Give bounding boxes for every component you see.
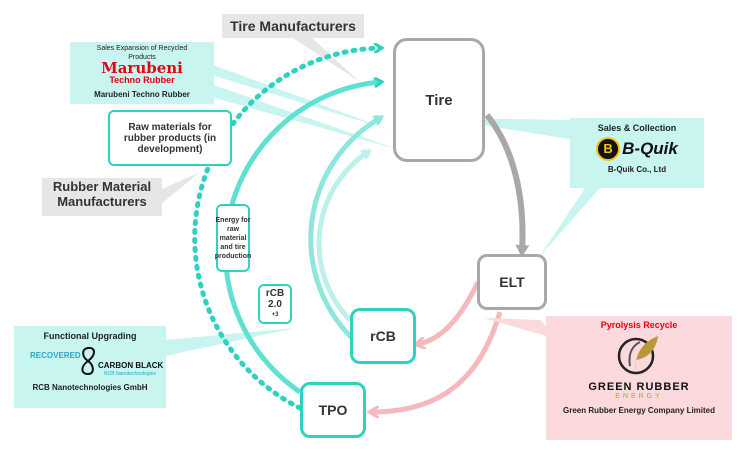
carbon-black-text: CARBON BLACK (98, 361, 164, 370)
rubber-material-manufacturers-label: Rubber Material Manufacturers (42, 178, 162, 216)
bquik-logo-text: B-Quik (622, 139, 678, 158)
tire-to-elt-arrow (484, 113, 530, 257)
elt-to-tpo-arrow (372, 311, 503, 412)
rcb-node: rCB (350, 308, 416, 364)
elt-node: ELT (477, 254, 547, 310)
marubeni-pointer (205, 62, 390, 130)
rcb2-box: rCB 2.0 +3 (258, 284, 292, 324)
marubeni-card: Sales Expansion of Recycled Products Mar… (70, 42, 214, 104)
marubeni-caption: Sales Expansion of Recycled Products (96, 45, 188, 61)
tpo-to-tire-dotted-arc (192, 48, 380, 411)
marubeni-logo: Marubeni Techno Rubber (70, 59, 214, 86)
marubeni-logo-line1: Marubeni (101, 59, 183, 77)
rcb2-sub: +3 (271, 311, 279, 318)
green-rubber-pointer (484, 318, 560, 340)
bquik-caption: Sales & Collection (597, 123, 677, 133)
tire-manufacturers-label: Tire Manufacturers (222, 14, 364, 38)
rcb2-label: rCB 2.0 (265, 287, 285, 310)
marubeni-pointer-2 (205, 82, 400, 150)
rubber-mfr-pointer (160, 172, 200, 205)
bquik-b-icon: B (596, 137, 621, 161)
rcbnano-pointer (165, 328, 295, 356)
inner-arc (316, 152, 368, 322)
energy-box: Energy for raw material and tire product… (215, 204, 251, 272)
leaf-logo-icon (617, 336, 658, 375)
green-rubber-logo-line1: GREEN RUBBER (588, 381, 690, 393)
infinity-icon (81, 346, 95, 376)
tpo-node: TPO (300, 382, 366, 438)
middle-arc (308, 118, 380, 340)
rcb-nano-caption: Functional Upgrading (43, 331, 137, 341)
green-rubber-caption: Pyrolysis Recycle (600, 320, 678, 330)
tire-node: Tire (393, 38, 485, 162)
bquik-name: B-Quik Co., Ltd (607, 165, 667, 174)
bquik-card: Sales & Collection B B-Quik B-Quik Co., … (570, 118, 704, 188)
bquik-pointer-2 (540, 188, 600, 256)
green-rubber-logo-line2: ENERGY (615, 393, 663, 400)
marubeni-logo-line2: Techno Rubber (109, 75, 175, 85)
elt-to-rcb-arrow (418, 280, 481, 344)
rcb-nano-sub-text: RCB Nanotechnologies (104, 371, 156, 377)
green-rubber-name: Green Rubber Energy Company Limited (562, 406, 716, 415)
rcb-nano-name: RCB Nanotechnologies GmbH (32, 383, 148, 392)
rcb-nano-logo: RECOVERED CARBON BLACK RCB Nanotechnolog… (14, 341, 166, 381)
tire-mfr-pointer (290, 36, 360, 82)
marubeni-name: Marubeni Techno Rubber (94, 90, 190, 99)
rcb-nano-card: Functional Upgrading RECOVERED CARBON BL… (14, 326, 166, 408)
bquik-logo: B B-Quik (570, 137, 704, 161)
recovered-text: RECOVERED (30, 351, 81, 360)
green-rubber-card: Pyrolysis Recycle GREEN RUBBER ENERGY Gr… (546, 316, 732, 440)
raw-materials-box: Raw materials for rubber products (in de… (108, 110, 232, 166)
